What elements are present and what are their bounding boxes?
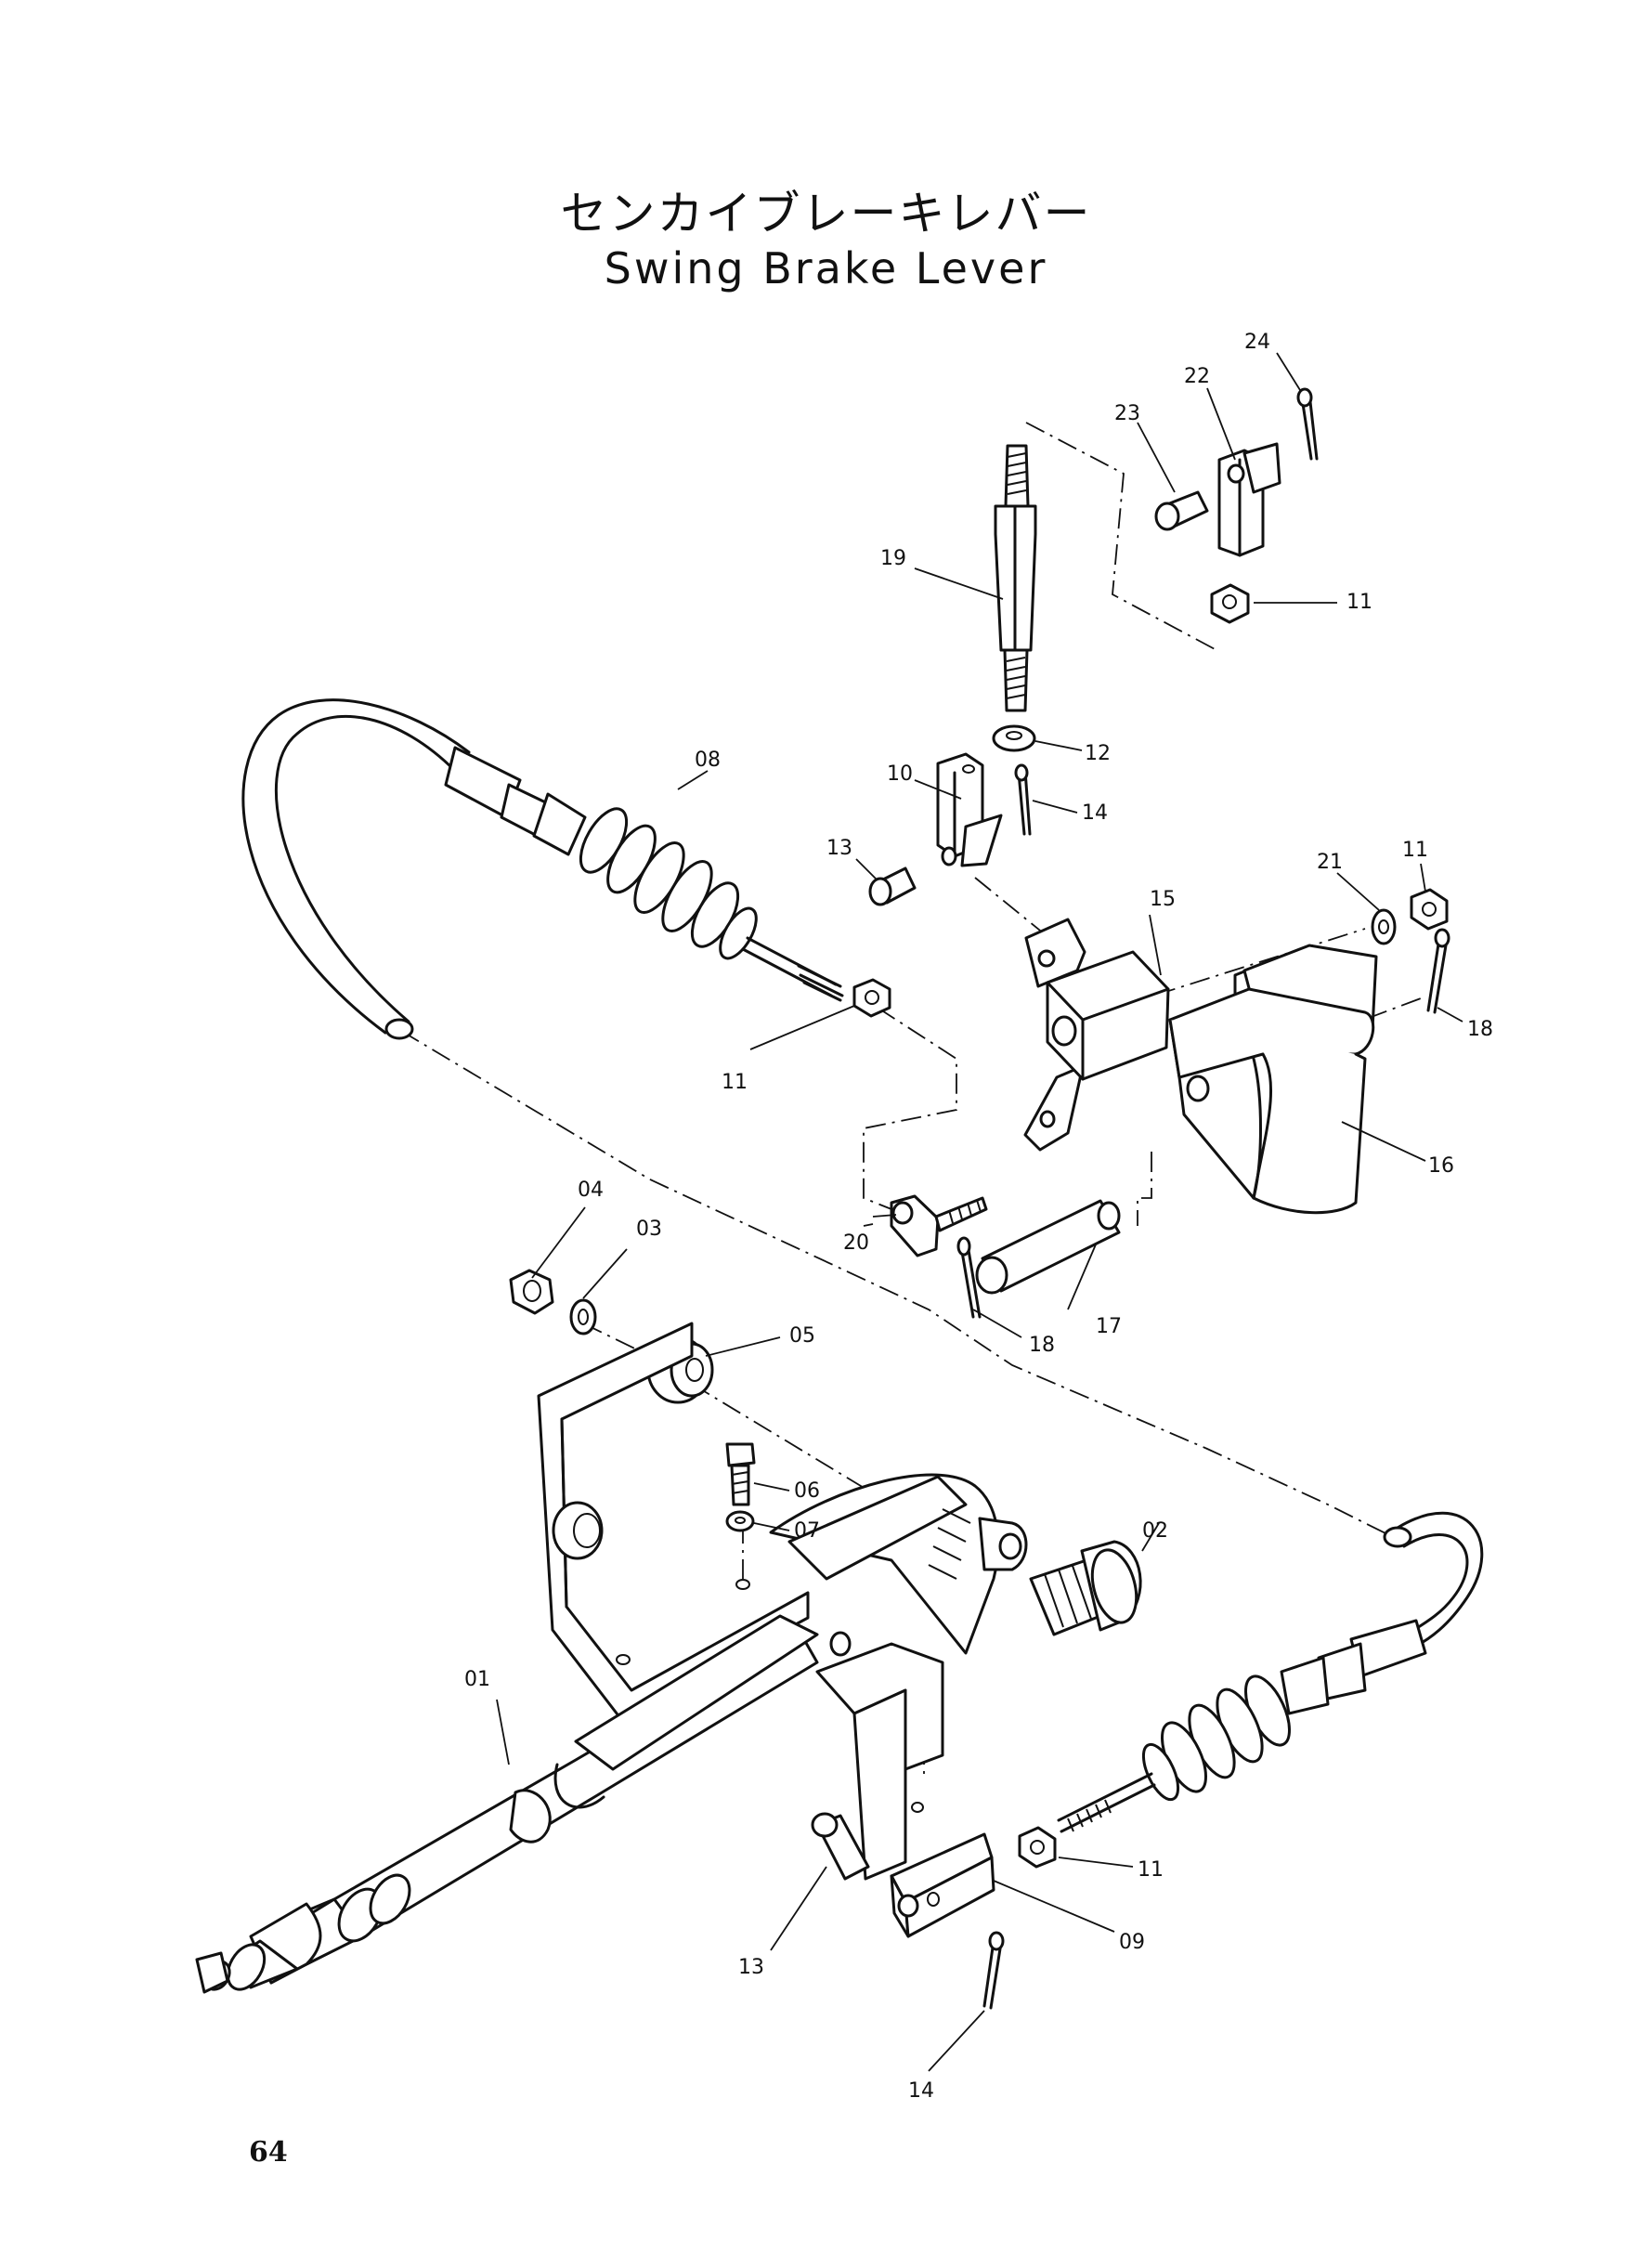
callout-07: 07 (794, 1519, 820, 1543)
callout-11-c: 11 (1402, 839, 1428, 862)
callout-14-b: 14 (908, 2079, 934, 2103)
part-11-nut-a (852, 978, 891, 1018)
part-16-u-bracket (1168, 944, 1378, 1215)
part-22-clevis (1217, 442, 1281, 557)
title-english: Swing Brake Lever (604, 243, 1048, 293)
page-number: 64 (249, 2136, 288, 2169)
part-21-washer (1371, 908, 1397, 945)
callout-17: 17 (1096, 1315, 1122, 1338)
part-11-nut-d (1018, 1826, 1057, 1869)
callout-22: 22 (1184, 365, 1210, 388)
callout-09: 09 (1119, 1931, 1145, 1954)
title-japanese: センカイブレーキレバー (560, 187, 1092, 241)
leader-lines (496, 352, 1463, 2072)
part-06-bolt (725, 1442, 756, 1506)
callout-labels: 01 02 03 04 05 06 07 08 09 10 11 11 11 1… (464, 331, 1493, 2103)
callout-18-a: 18 (1029, 1334, 1055, 1357)
part-23-pin (1154, 490, 1209, 531)
callout-01: 01 (464, 1668, 490, 1691)
part-18-cotter-pin-right (1426, 928, 1450, 1014)
callout-11-d: 11 (1138, 1858, 1164, 1882)
part-10-clevis (936, 752, 1003, 867)
callout-18-b: 18 (1467, 1018, 1493, 1041)
part-15-lever-arm (1023, 918, 1170, 1152)
bellows-08 (579, 807, 758, 960)
part-12-nut (992, 724, 1036, 752)
callout-08: 08 (695, 749, 721, 772)
callout-02: 02 (1142, 1519, 1168, 1543)
callout-14-a: 14 (1082, 801, 1108, 825)
part-03-washer (569, 1298, 597, 1335)
callout-16: 16 (1428, 1154, 1454, 1178)
callout-05: 05 (789, 1324, 815, 1348)
part-13-pin-lower (811, 1812, 870, 1881)
part-13-pin-upper (868, 866, 917, 906)
callout-19: 19 (880, 547, 906, 570)
callout-24: 24 (1244, 331, 1270, 354)
callout-12: 12 (1085, 742, 1111, 765)
part-08-upper-cable (241, 698, 844, 1040)
part-11-nut-b (1210, 583, 1250, 624)
part-24-cotter-pin (1296, 387, 1319, 461)
callout-15: 15 (1150, 888, 1176, 911)
part-11-nut-c (1410, 888, 1449, 931)
part-02-pivot-bolt (1029, 1540, 1142, 1636)
part-04-nut (509, 1269, 554, 1315)
part-09-clevis (890, 1832, 995, 1938)
callout-11-b: 11 (1346, 591, 1372, 614)
part-19-threaded-rod (994, 444, 1037, 712)
part-14-cotter-pin-lower (982, 1931, 1005, 2010)
part-17-pin (975, 1199, 1121, 1295)
callout-10: 10 (887, 762, 913, 786)
part-20-rod-end (890, 1194, 988, 1257)
part-01-hand-lever (195, 1473, 1028, 1994)
callout-20: 20 (843, 1231, 869, 1255)
callout-06: 06 (794, 1479, 820, 1503)
callout-13-a: 13 (826, 837, 852, 860)
callout-21: 21 (1317, 851, 1343, 874)
part-07-washer (725, 1510, 755, 1532)
lower-cable (1057, 1511, 1484, 1833)
callout-23: 23 (1114, 402, 1140, 425)
callout-04: 04 (578, 1179, 604, 1202)
part-18-cotter-pin-left (956, 1236, 982, 1319)
part-14-cotter-pin-upper (1014, 763, 1032, 836)
callout-03: 03 (636, 1218, 662, 1241)
callout-11-a: 11 (722, 1071, 748, 1094)
mounting-plate (537, 1322, 810, 1720)
callout-13-b: 13 (738, 1956, 764, 1979)
